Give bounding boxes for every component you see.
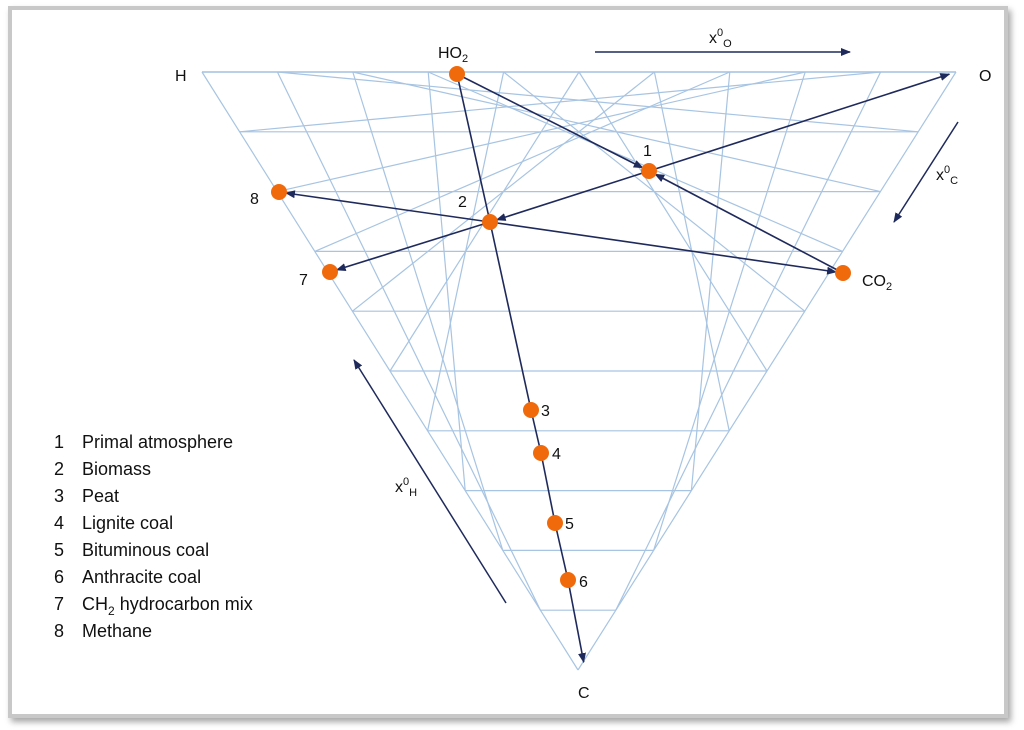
arrow-2-to-co2 bbox=[489, 221, 838, 275]
grid-line-diagonal-up bbox=[653, 71, 806, 551]
point-7 bbox=[322, 264, 338, 280]
grid-line-diagonal-up bbox=[578, 71, 768, 372]
point-label-5: 5 bbox=[565, 516, 574, 533]
point-label-6: 6 bbox=[579, 574, 588, 591]
point-8 bbox=[271, 184, 287, 200]
point-label-2: 2 bbox=[458, 194, 467, 211]
grid-line-diagonal-down bbox=[352, 71, 655, 312]
arrow-6-to-c bbox=[567, 579, 586, 664]
grid-line-diagonal-down bbox=[314, 71, 731, 252]
arrow-ho2-to-1 bbox=[456, 73, 644, 169]
axis-label-x-hydrogen: x0H bbox=[395, 476, 417, 499]
grid-line-diagonal-down bbox=[239, 71, 881, 133]
species-label-ho2: HO2 bbox=[438, 45, 468, 65]
arrow-1-to-2 bbox=[495, 170, 650, 221]
grid-line-diagonal-up bbox=[615, 71, 882, 611]
point-4 bbox=[533, 445, 549, 461]
grid-line-diagonal-up bbox=[577, 71, 957, 671]
data-points bbox=[271, 66, 851, 588]
point-6 bbox=[560, 572, 576, 588]
arrow-co2-to-1 bbox=[654, 173, 844, 274]
arrow-2-to-7 bbox=[335, 221, 491, 272]
point-label-8: 8 bbox=[250, 191, 259, 208]
point-3 bbox=[523, 402, 539, 418]
vertex-label-o: O bbox=[979, 68, 991, 85]
arrow-4-to-5 bbox=[540, 452, 556, 524]
arrow-5-to-6 bbox=[554, 522, 569, 581]
species-label-co2: CO2 bbox=[862, 273, 892, 293]
point-label-4: 4 bbox=[552, 446, 561, 463]
arrow-2-to-8 bbox=[284, 190, 491, 223]
axis-label-x-oxygen: x0O bbox=[709, 27, 732, 50]
axis-arrow-x-carbon bbox=[893, 121, 959, 223]
point-co2 bbox=[835, 265, 851, 281]
point-label-3: 3 bbox=[541, 403, 550, 420]
vertex-label-h: H bbox=[175, 68, 187, 85]
point-ho2 bbox=[449, 66, 465, 82]
point-2 bbox=[482, 214, 498, 230]
figure-frame: H O C HO2 CO2 x0O x0C x0H 1 2 3 4 5 6 7 … bbox=[8, 6, 1008, 718]
axis-label-x-carbon: x0C bbox=[936, 164, 958, 187]
axis-arrow-x-hydrogen bbox=[353, 359, 507, 604]
arrow-2-to-3 bbox=[489, 221, 532, 411]
process-arrows bbox=[284, 73, 951, 664]
point-1 bbox=[641, 163, 657, 179]
grid-line-diagonal-down bbox=[277, 71, 806, 193]
arrow-1-to-o bbox=[648, 73, 951, 172]
point-5 bbox=[547, 515, 563, 531]
arrow-ho2-to-2 bbox=[456, 73, 491, 223]
point-label-1: 1 bbox=[643, 143, 652, 160]
grid-line-diagonal-up bbox=[690, 71, 731, 491]
triangular-grid bbox=[201, 71, 957, 671]
vertex-label-c: C bbox=[578, 685, 590, 702]
ternary-diagram: H O C HO2 CO2 x0O x0C x0H 1 2 3 4 5 6 7 … bbox=[54, 27, 991, 702]
point-label-7: 7 bbox=[299, 272, 308, 289]
